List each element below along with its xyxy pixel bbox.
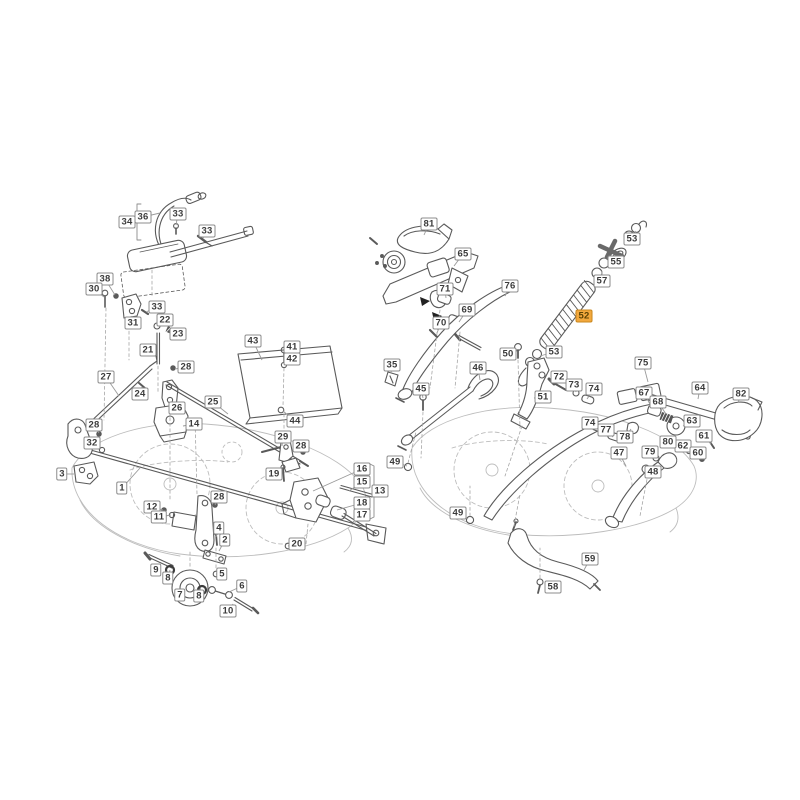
support-bar-59-58	[507, 518, 601, 594]
part-label-49[interactable]: 49	[386, 455, 404, 469]
part-label-24[interactable]: 24	[131, 387, 149, 401]
part-label-20[interactable]: 20	[288, 537, 306, 551]
actuator-assembly	[120, 223, 254, 299]
part-label-33[interactable]: 33	[148, 300, 166, 314]
part-label-69[interactable]: 69	[458, 303, 476, 317]
part-label-28[interactable]: 28	[210, 490, 228, 504]
part-label-27[interactable]: 27	[97, 370, 115, 384]
part-label-77[interactable]: 77	[597, 423, 615, 437]
part-label-15[interactable]: 15	[353, 475, 371, 489]
part-label-8[interactable]: 8	[193, 589, 205, 603]
part-label-28[interactable]: 28	[177, 360, 195, 374]
part-label-82[interactable]: 82	[732, 387, 750, 401]
hanger-46-45-35	[384, 370, 499, 525]
part-label-26[interactable]: 26	[168, 401, 186, 415]
right-construction-lines	[407, 309, 649, 579]
part-label-76[interactable]: 76	[501, 279, 519, 293]
bolt-50-bracket-51	[510, 343, 550, 430]
part-label-17[interactable]: 17	[353, 508, 371, 522]
part-label-47[interactable]: 47	[610, 446, 628, 460]
part-label-68[interactable]: 68	[649, 395, 667, 409]
part-label-60[interactable]: 60	[689, 446, 707, 460]
part-label-45[interactable]: 45	[412, 382, 430, 396]
part-label-52-highlighted[interactable]: 52	[575, 309, 593, 323]
part-label-61[interactable]: 61	[695, 429, 713, 443]
part-label-46[interactable]: 46	[469, 361, 487, 375]
part-label-38[interactable]: 38	[96, 272, 114, 286]
part-label-81[interactable]: 81	[420, 217, 438, 231]
part-label-51[interactable]: 51	[534, 390, 552, 404]
left-construction-lines	[103, 269, 309, 571]
part-label-28[interactable]: 28	[292, 439, 310, 453]
part-label-14[interactable]: 14	[185, 417, 203, 431]
part-label-80[interactable]: 80	[659, 435, 677, 449]
cover-81	[396, 223, 453, 255]
part-label-32[interactable]: 32	[83, 436, 101, 450]
part-label-35[interactable]: 35	[383, 358, 401, 372]
part-label-16[interactable]: 16	[353, 462, 371, 476]
part-label-22[interactable]: 22	[156, 313, 174, 327]
part-label-9[interactable]: 9	[150, 563, 162, 577]
part-label-64[interactable]: 64	[691, 381, 709, 395]
part-label-53[interactable]: 53	[545, 345, 563, 359]
part-label-34[interactable]: 34	[118, 215, 136, 229]
part-label-8[interactable]: 8	[162, 571, 174, 585]
part-label-70[interactable]: 70	[432, 316, 450, 330]
part-label-6[interactable]: 6	[236, 579, 248, 593]
part-label-1[interactable]: 1	[116, 481, 128, 495]
part-label-50[interactable]: 50	[499, 347, 517, 361]
part-label-28[interactable]: 28	[85, 418, 103, 432]
part-label-42[interactable]: 42	[283, 352, 301, 366]
cover-82	[714, 395, 763, 442]
part-label-67[interactable]: 67	[635, 386, 653, 400]
part-label-3[interactable]: 3	[56, 467, 68, 481]
part-label-21[interactable]: 21	[139, 343, 157, 357]
part-label-23[interactable]: 23	[169, 327, 187, 341]
part-label-7[interactable]: 7	[174, 588, 186, 602]
part-label-2[interactable]: 2	[219, 533, 231, 547]
part-label-59[interactable]: 59	[581, 552, 599, 566]
part-label-5[interactable]: 5	[216, 567, 228, 581]
part-label-30[interactable]: 30	[85, 282, 103, 296]
part-label-65[interactable]: 65	[454, 247, 472, 261]
part-label-72[interactable]: 72	[550, 370, 568, 384]
part-label-55[interactable]: 55	[607, 255, 625, 269]
part-label-73[interactable]: 73	[565, 378, 583, 392]
part-label-33[interactable]: 33	[198, 224, 216, 238]
part-label-4[interactable]: 4	[213, 521, 225, 535]
part-label-78[interactable]: 78	[616, 430, 634, 444]
part-label-71[interactable]: 71	[436, 282, 454, 296]
part-label-49[interactable]: 49	[449, 506, 467, 520]
part-label-53[interactable]: 53	[623, 232, 641, 246]
part-label-29[interactable]: 29	[274, 430, 292, 444]
part-label-10[interactable]: 10	[219, 604, 237, 618]
part-label-31[interactable]: 31	[124, 316, 142, 330]
part-label-25[interactable]: 25	[204, 395, 222, 409]
part-label-13[interactable]: 13	[371, 484, 389, 498]
part-label-58[interactable]: 58	[544, 580, 562, 594]
part-label-33[interactable]: 33	[169, 207, 187, 221]
part-label-19[interactable]: 19	[265, 467, 283, 481]
part-label-36[interactable]: 36	[134, 210, 152, 224]
part-label-44[interactable]: 44	[286, 414, 304, 428]
part-label-74[interactable]: 74	[585, 382, 603, 396]
part-label-48[interactable]: 48	[644, 465, 662, 479]
part-label-43[interactable]: 43	[244, 334, 262, 348]
part-label-74[interactable]: 74	[581, 416, 599, 430]
part-label-79[interactable]: 79	[641, 445, 659, 459]
part-label-63[interactable]: 63	[683, 414, 701, 428]
part-label-57[interactable]: 57	[593, 274, 611, 288]
part-label-11[interactable]: 11	[150, 510, 168, 524]
part-label-75[interactable]: 75	[634, 356, 652, 370]
